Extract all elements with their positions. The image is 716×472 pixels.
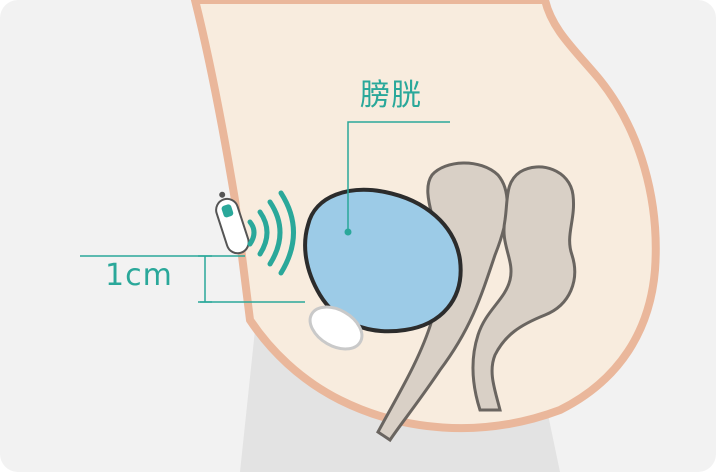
distance-label: 1cm xyxy=(105,258,173,293)
bladder-label: 膀胱 xyxy=(360,70,422,114)
leader-dot xyxy=(345,229,352,236)
